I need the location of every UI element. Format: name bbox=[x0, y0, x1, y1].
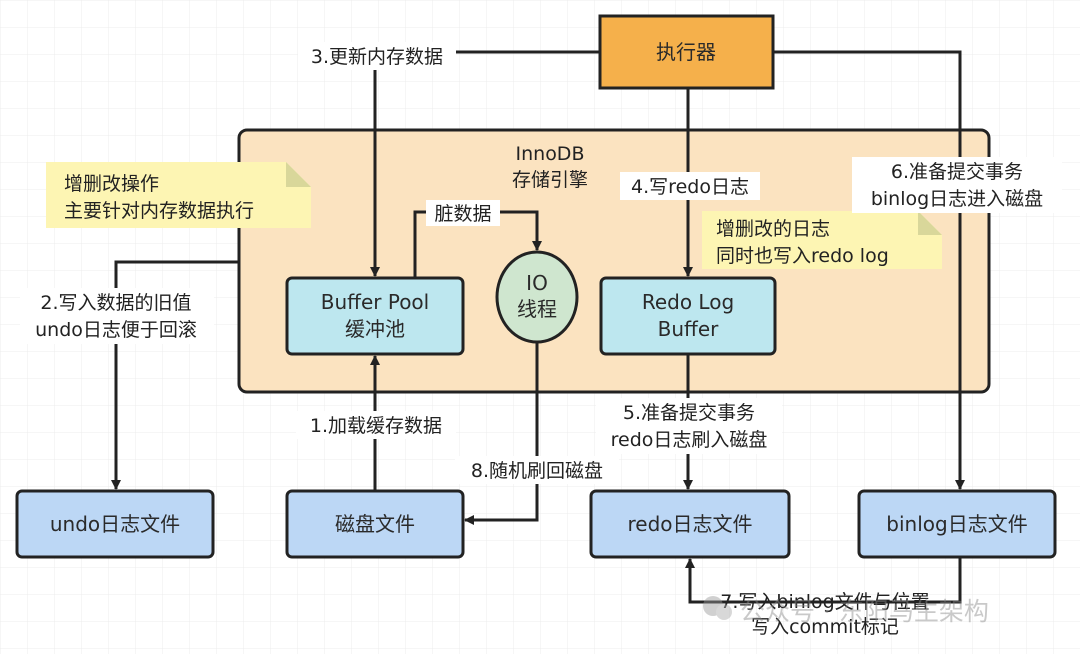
arrow-commit-mark bbox=[685, 557, 962, 604]
binlog-file-label: binlog日志文件 bbox=[886, 512, 1027, 536]
watermark: 公众号 · 东阳马生架构 bbox=[703, 596, 989, 626]
buffer-pool-line2: 缓冲池 bbox=[345, 317, 405, 341]
step-7-label-line1: 7.写入binlog文件与位置 bbox=[720, 591, 929, 613]
step-7-label-line2: 写入commit标记 bbox=[751, 616, 899, 638]
arrow-flush-to-disk bbox=[464, 342, 539, 525]
redo-log-buffer-box: Redo Log Buffer bbox=[599, 276, 777, 356]
step-5-label-line2: redo日志刷入磁盘 bbox=[611, 429, 768, 451]
disk-file-box: 磁盘文件 bbox=[285, 489, 465, 559]
disk-file-label: 磁盘文件 bbox=[335, 512, 415, 536]
watermark-text: 公众号 · 东阳马生架构 bbox=[740, 597, 989, 626]
step-2-label-line1: 2.写入数据的旧值 bbox=[40, 292, 191, 314]
step-6-label-line1: 6.准备提交事务 bbox=[891, 161, 1023, 183]
io-thread-line2: 线程 bbox=[517, 297, 557, 321]
step-8-label: 8.随机刷回磁盘 bbox=[471, 460, 603, 482]
buffer-pool-box: Buffer Pool 缓冲池 bbox=[285, 276, 465, 356]
redo-log-buffer-line1: Redo Log bbox=[642, 290, 734, 314]
note-crud-line2: 主要针对内存数据执行 bbox=[64, 200, 254, 222]
arrow-write-undo bbox=[111, 260, 239, 490]
undo-log-file-label: undo日志文件 bbox=[50, 512, 180, 536]
note-crud-line1: 增删改操作 bbox=[64, 173, 159, 195]
step-2-label-line2: undo日志便于回滚 bbox=[35, 319, 197, 341]
redo-log-buffer-line2: Buffer bbox=[658, 317, 719, 341]
step-3-label: 3.更新内存数据 bbox=[311, 46, 443, 68]
note-redo: 增删改的日志 同时也写入redo log bbox=[702, 211, 942, 269]
engine-label-line1: InnoDB bbox=[516, 143, 585, 165]
redo-log-file-box: redo日志文件 bbox=[589, 489, 791, 559]
engine-label-line2: 存储引擎 bbox=[512, 169, 588, 191]
io-thread: IO 线程 bbox=[495, 250, 579, 344]
arrow-binlog-to-disk bbox=[773, 50, 965, 490]
undo-log-file-box: undo日志文件 bbox=[15, 489, 215, 559]
note-redo-line1: 增删改的日志 bbox=[716, 218, 830, 240]
dirty-data-label: 脏数据 bbox=[434, 203, 491, 225]
step-5-label-line1: 5.准备提交事务 bbox=[623, 402, 755, 424]
wechat-icon bbox=[703, 596, 723, 616]
binlog-file-box: binlog日志文件 bbox=[857, 489, 1057, 559]
step-4-label: 4.写redo日志 bbox=[631, 176, 749, 198]
note-redo-line2: 同时也写入redo log bbox=[716, 245, 889, 267]
note-crud: 增删改操作 主要针对内存数据执行 bbox=[46, 162, 311, 228]
step-1-label: 1.加载缓存数据 bbox=[310, 415, 442, 437]
step-6-label-line2: binlog日志进入磁盘 bbox=[871, 188, 1043, 210]
redo-log-file-label: redo日志文件 bbox=[627, 512, 752, 536]
executor-label: 执行器 bbox=[656, 40, 716, 64]
io-thread-line1: IO bbox=[526, 271, 548, 295]
buffer-pool-line1: Buffer Pool bbox=[321, 290, 429, 314]
executor-box: 执行器 bbox=[598, 14, 775, 90]
